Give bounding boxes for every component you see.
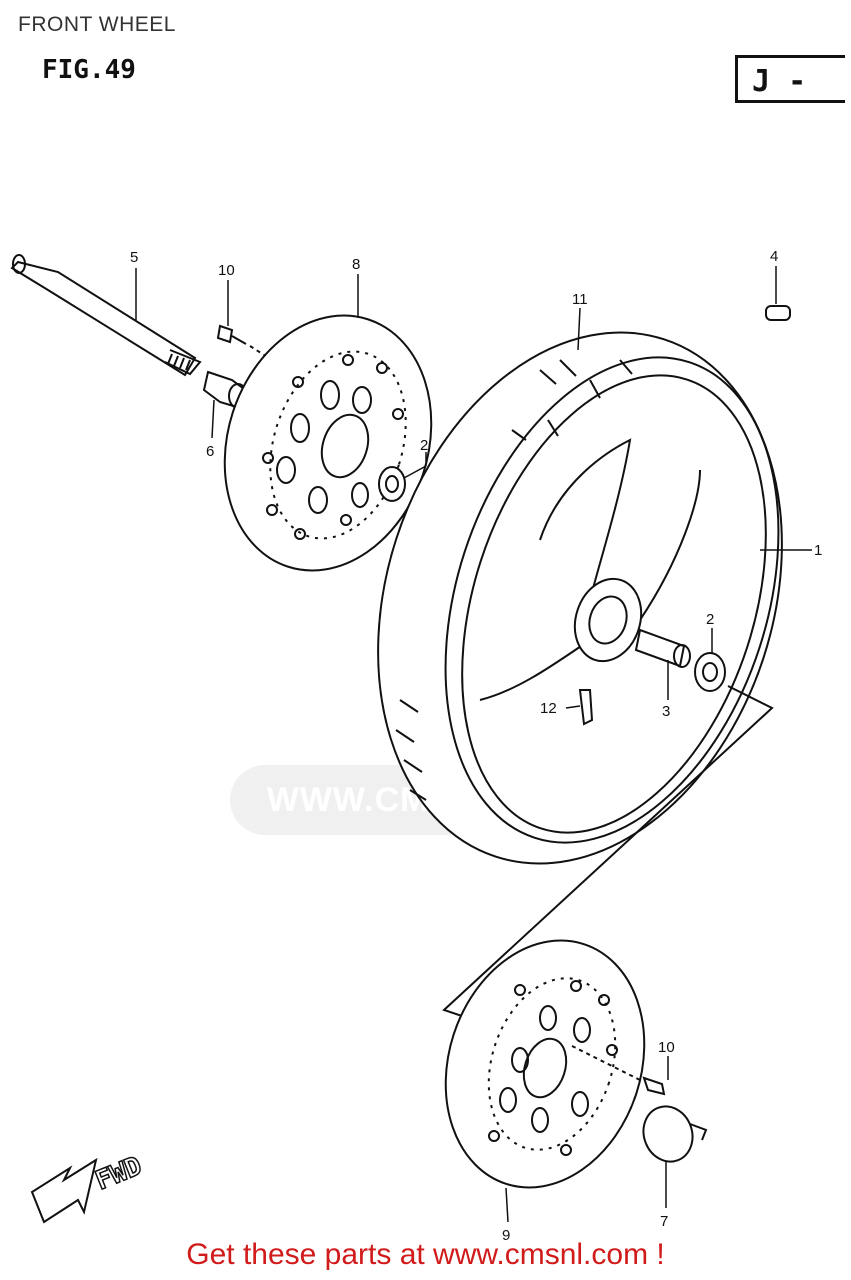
callout-6: 6 [206, 443, 214, 460]
weight-part [765, 305, 791, 321]
callout-2-left: 2 [420, 437, 428, 454]
bolt-part-lower [571, 1045, 666, 1096]
callout-10-lower: 10 [658, 1039, 675, 1056]
brake-disc-left [223, 314, 433, 572]
valve-part [578, 689, 594, 726]
callout-12: 12 [540, 700, 557, 717]
collar-part [634, 628, 691, 668]
bearing-part-left [378, 466, 406, 502]
callout-5: 5 [130, 249, 138, 266]
bearing-part-right [694, 652, 726, 692]
figure-label: FIG.49 [42, 55, 136, 85]
wheel-with-tire [377, 331, 783, 865]
callout-1: 1 [814, 542, 822, 559]
brake-disc-right [444, 939, 646, 1189]
callout-8: 8 [352, 256, 360, 273]
callout-7: 7 [660, 1213, 668, 1230]
callout-10-top: 10 [218, 262, 235, 279]
fwd-label: FWD [91, 1151, 146, 1196]
axle-part [10, 254, 202, 377]
callout-9: 9 [502, 1227, 510, 1244]
footer-promo-link[interactable]: Get these parts at www.cmsnl.com ! [186, 1238, 665, 1271]
page-title: FRONT WHEEL [18, 13, 176, 36]
callout-3: 3 [662, 703, 670, 720]
assembly-bracket-line [442, 685, 774, 1019]
forward-direction-arrow [30, 1157, 98, 1224]
callout-2-right: 2 [706, 611, 714, 628]
section-code-box: J - [735, 55, 845, 103]
speedometer-gearbox-part [642, 1105, 708, 1163]
callout-11: 11 [572, 291, 588, 308]
callout-leader-lines [135, 266, 812, 1223]
callout-4: 4 [770, 248, 778, 265]
bolt-part-top [216, 324, 273, 361]
